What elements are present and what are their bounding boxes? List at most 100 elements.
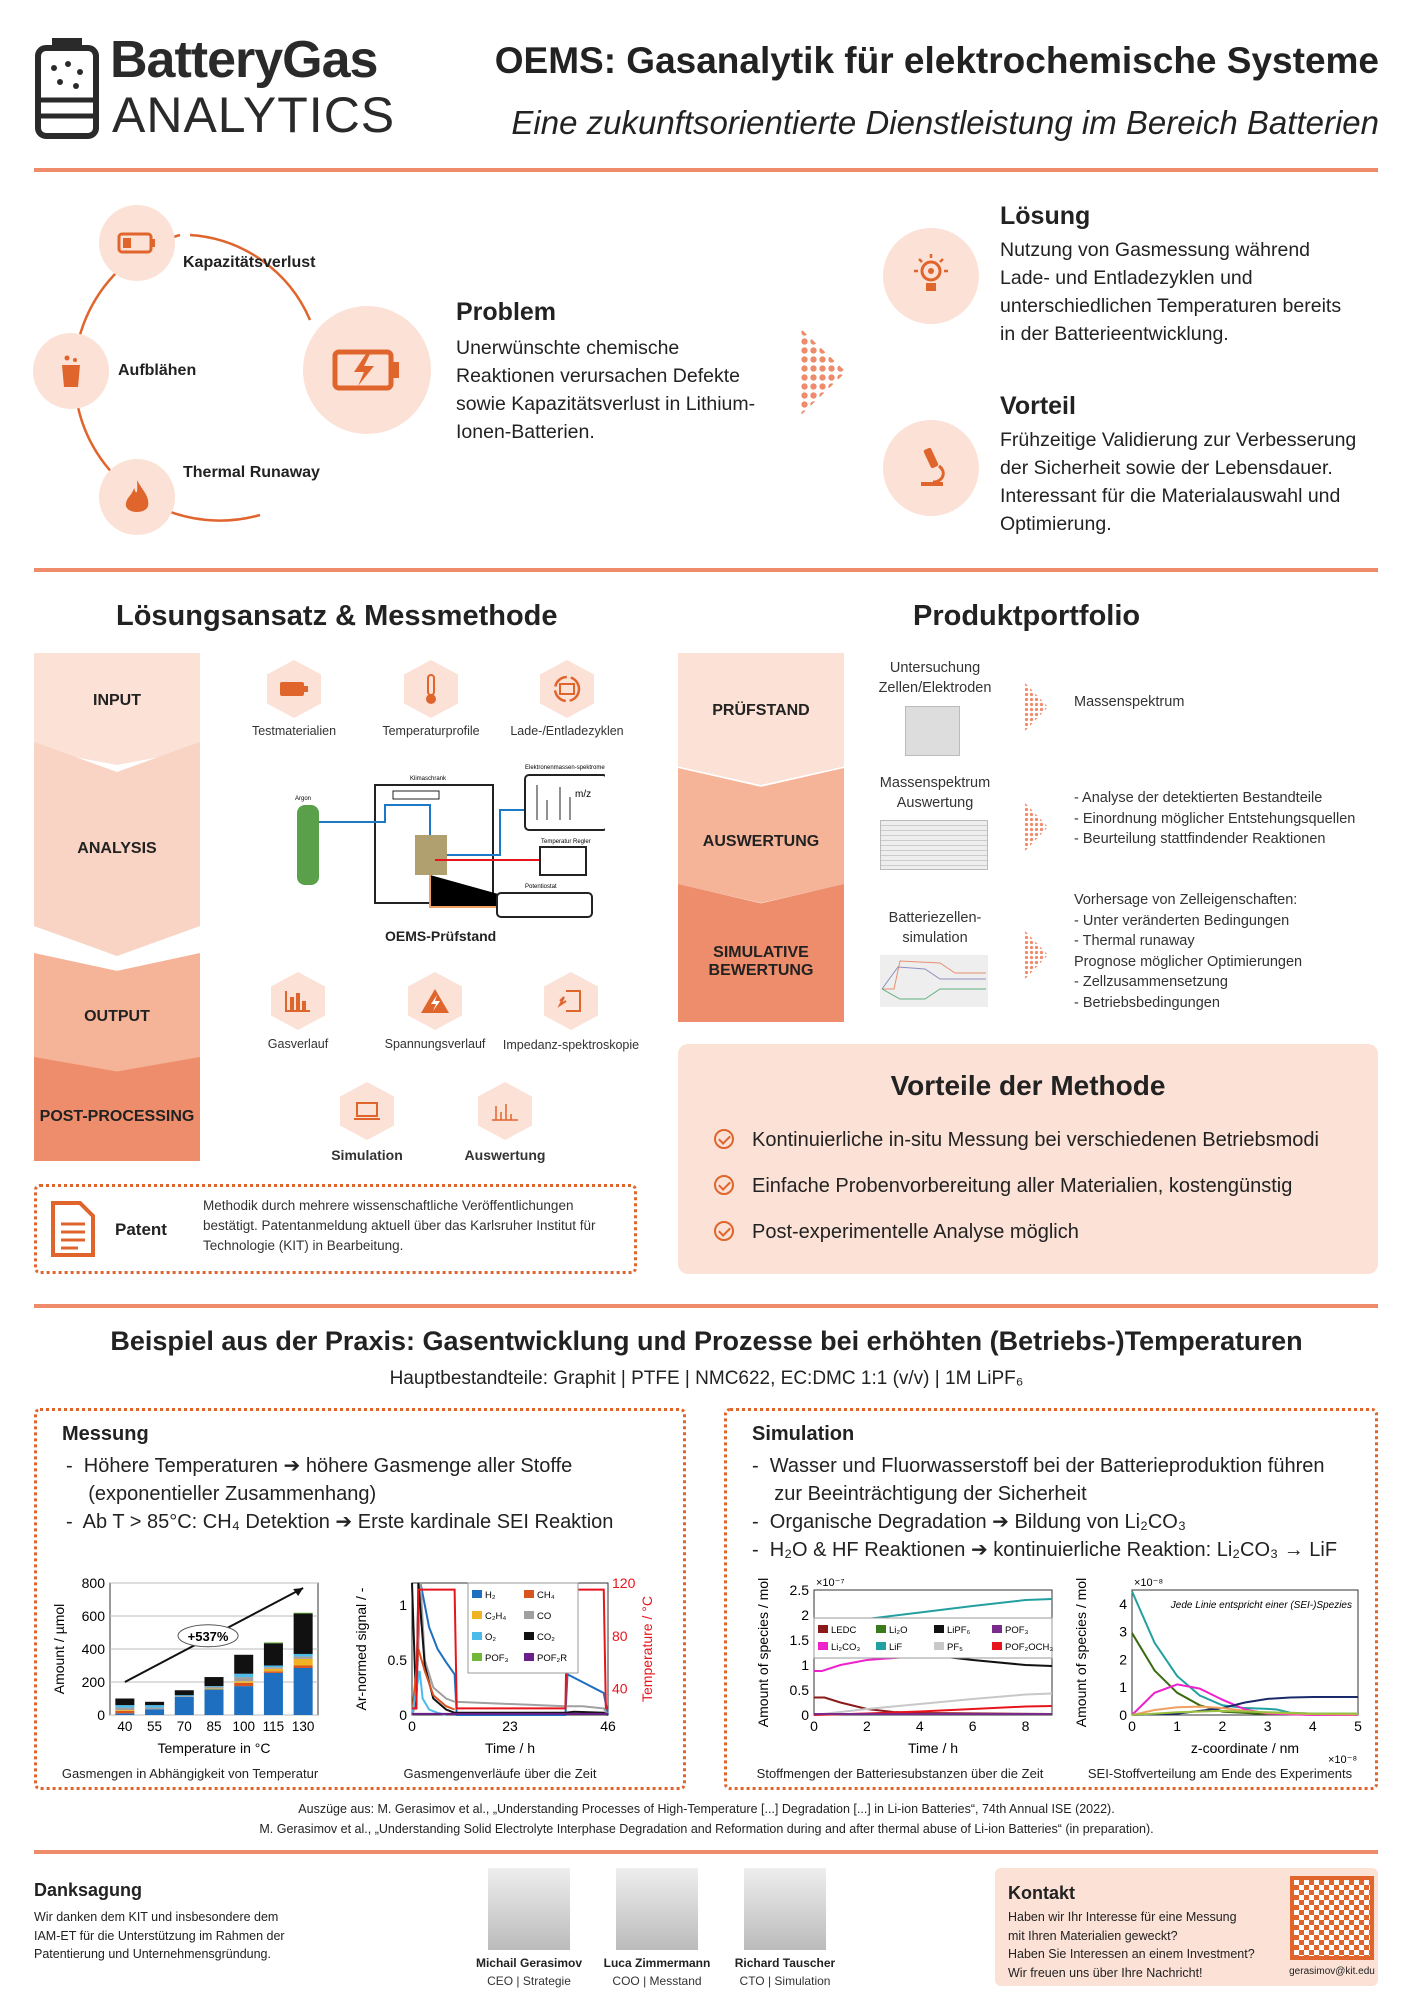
x-tick-label: 0 (408, 1718, 416, 1734)
bar-segment (145, 1705, 165, 1708)
plot-frame (1131, 1589, 1359, 1716)
legend-box (467, 1582, 579, 1674)
effect-label: Aufblähen (118, 362, 197, 379)
arrow-dots-icon (1024, 682, 1048, 732)
x-tick-label: 1 (1173, 1718, 1181, 1734)
benefit-item: Einfache Probenvorbereitung aller Materi… (714, 1172, 1378, 1198)
x-axis-label: Temperature in °C (158, 1740, 271, 1756)
bar-segment (174, 1695, 194, 1697)
stage-label: SIMULATIVE BEWERTUNG (708, 944, 814, 979)
y-axis-label: Amount of species / mol (1073, 1578, 1089, 1727)
thermometer-icon (404, 660, 458, 718)
bar-segment (293, 1653, 313, 1657)
x-tick-label: 0 (810, 1718, 818, 1734)
benefits-heading: Vorteile der Methode (890, 1070, 1166, 1101)
benefit-text: Post-experimentelle Analyse möglich (752, 1221, 1079, 1243)
legend-swatch (934, 1642, 944, 1650)
battery-gas-logo-icon (35, 38, 99, 139)
logo-text-bottom: ANALYTICS (112, 87, 396, 143)
stage-analysis: ANALYSIS (34, 742, 200, 956)
voltage-warning-icon (408, 972, 462, 1030)
legend-label: C₂H₄ (485, 1611, 506, 1622)
bar-segment (234, 1686, 254, 1715)
y-tick-label: 800 (82, 1575, 106, 1591)
bar-segment (145, 1707, 165, 1710)
benefit-text: Einfache Probenvorbereitung aller Materi… (752, 1175, 1293, 1197)
y-tick-label: 1.5 (790, 1632, 810, 1648)
problem-text: Unerwünschte chemische Reaktionen verurs… (456, 337, 756, 443)
setup-label: Klimaschrank (410, 776, 447, 782)
idea-bulb-icon (883, 228, 979, 324)
y-tick-label: 2 (801, 1607, 809, 1623)
y-tick-label: 0.5 (790, 1682, 810, 1698)
advantage-text: Frühzeitige Validierung zur Verbesserung… (1000, 429, 1357, 535)
avatar (488, 1868, 570, 1950)
check-icon (714, 1129, 734, 1149)
y-tick-label: 4 (1119, 1596, 1127, 1612)
bar-segment (293, 1612, 313, 1614)
bar-segment (145, 1701, 165, 1706)
legend-swatch (818, 1642, 828, 1650)
y2-tick-label: 120 (612, 1575, 636, 1591)
legend-label: Li₂CO₃ (831, 1642, 860, 1653)
test-chamber-image (905, 706, 960, 756)
patent-label: Patent (115, 1220, 167, 1239)
example-heading: Beispiel aus der Praxis: Gasentwicklung … (110, 1326, 1303, 1356)
legend-label: LEDC (831, 1625, 856, 1636)
divider (34, 168, 1378, 172)
patent-box (34, 1184, 637, 1274)
y-tick-label: 2.5 (790, 1582, 810, 1598)
contact-line: Haben Sie Interessen an einem Investment… (1008, 1947, 1255, 1961)
x-tick-label: 40 (117, 1719, 132, 1734)
team-name: Richard Tauscher (734, 1956, 836, 1970)
effect-label: Thermal Runaway (183, 464, 320, 481)
y-tick-label: 0 (399, 1707, 407, 1723)
setup-label: Argon (295, 796, 311, 802)
qr-code[interactable] (1290, 1876, 1374, 1960)
portfolio-result: Prognose möglicher Optimierungen (1074, 953, 1303, 970)
bar-segment (115, 1710, 135, 1711)
y-axis-label: Ar-normed signal / - (353, 1587, 369, 1710)
portfolio-result: Vorhersage von Zelleigenschaften: (1074, 892, 1298, 908)
team-name: Luca Zimmermann (603, 1956, 711, 1970)
y-exponent: ×10⁻⁸ (1134, 1577, 1163, 1589)
bar-segment (234, 1677, 254, 1682)
contact-heading: Kontakt (1008, 1883, 1075, 1903)
portfolio-item: Untersuchung Zellen/Elektroden (878, 660, 992, 696)
bar-segment (145, 1709, 165, 1715)
input-label: Lade-/Entladezyklen (510, 724, 624, 738)
series-line (411, 1582, 609, 1716)
legend-swatch (472, 1611, 482, 1619)
divider (34, 1304, 1378, 1308)
bar-segment (234, 1681, 254, 1683)
stage-input: INPUT (34, 653, 200, 765)
simulation-plot-image (880, 955, 988, 1007)
stage-auswertung: AUSWERTUNG (678, 768, 844, 903)
solution-text: Nutzung von Gasmessung während Lade- und… (1000, 239, 1342, 345)
bar-segment (263, 1642, 283, 1644)
bullet: - Organische Degradation ➔ Bildung von L… (752, 1511, 1186, 1533)
team-role: CEO | Strategie (487, 1974, 571, 1988)
bar-chart-icon (271, 972, 325, 1030)
portfolio-result-list: - Analyse der detektierten Bestandteile … (1074, 788, 1355, 850)
series-line (412, 1588, 608, 1710)
check-icon (714, 1175, 734, 1195)
portfolio-item: Massenspektrum Auswertung (879, 775, 991, 811)
page-title: OEMS: Gasanalytik für elektrochemische S… (494, 40, 1379, 81)
output-label: Impedanz-spektroskopie (502, 1038, 640, 1052)
x-tick-label: 70 (177, 1719, 192, 1734)
arrow-dots-icon (1024, 802, 1048, 852)
bar-segment (115, 1705, 135, 1708)
stage-label: INPUT (93, 692, 141, 709)
contact-email[interactable]: gerasimov@kit.edu (1289, 1966, 1375, 1977)
simulation-bullets: - Wasser und Fluorwasserstoff bei der Ba… (752, 1452, 1337, 1564)
arrow-dots-icon (800, 328, 846, 416)
setup-title: OEMS-Prüfstand (385, 928, 497, 944)
page-subtitle: Eine zukunftsorientierte Dienstleistung … (511, 104, 1379, 141)
chart-caption: SEI-Stoffverteilung am Ende des Experime… (1087, 1766, 1353, 1781)
simulation-laptop-icon (340, 1082, 394, 1140)
stage-output: OUTPUT (34, 953, 200, 1081)
